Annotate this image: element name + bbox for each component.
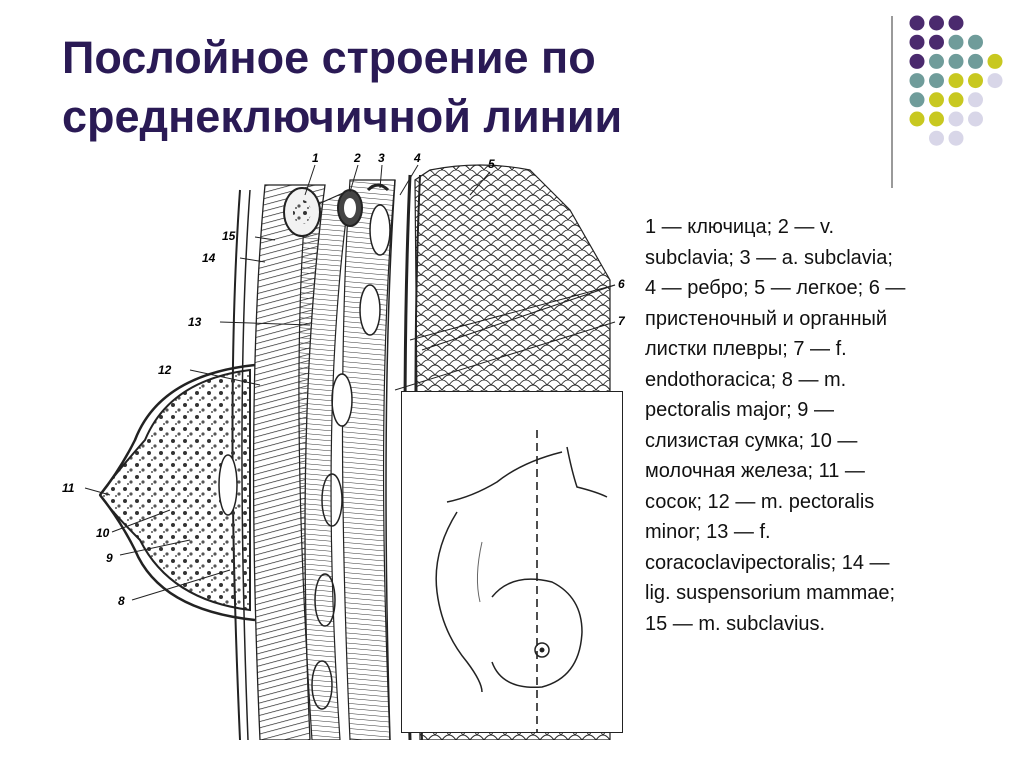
callout-10: 10 (96, 526, 110, 540)
legend-line: pectoralis major; 9 — (645, 399, 834, 421)
legend-line: пристеночный и органный (645, 307, 888, 330)
decor-divider-line (891, 16, 893, 188)
decor-dot (948, 34, 964, 50)
callout-1: 1 (312, 151, 319, 165)
legend-line: 4 — ребро; 5 — легкое; 6 — (645, 277, 906, 299)
decor-dot (948, 111, 964, 127)
decor-dot (929, 73, 944, 89)
callout-4: 4 (413, 151, 421, 165)
callout-2: 2 (353, 151, 361, 165)
decor-dot (948, 73, 964, 89)
callout-7: 7 (618, 314, 626, 328)
decor-dot (929, 92, 944, 108)
decor-dot (929, 15, 944, 31)
decor-dot (948, 15, 964, 31)
decor-dot (909, 111, 925, 127)
decor-dot (948, 53, 964, 69)
decor-dot (909, 34, 925, 50)
callout-6: 6 (618, 277, 625, 291)
legend-line: minor; 13 — f. (645, 521, 771, 543)
decor-dot (968, 73, 983, 89)
decor-dot (968, 34, 983, 50)
decor-dot-grid (909, 15, 1003, 146)
decor-dot (929, 111, 944, 127)
title-line-2: среднеключичной линии (62, 91, 623, 142)
decor-dot (948, 92, 964, 108)
callout-12: 12 (158, 363, 172, 377)
decor-dot (968, 92, 983, 108)
decor-dot (987, 73, 1003, 89)
decor-dot (909, 92, 925, 108)
decor-dot (929, 34, 944, 50)
torso-outline-figure (435, 430, 608, 732)
legend-line: сосок; 12 — m. pectoralis (645, 490, 875, 513)
callout-14: 14 (202, 251, 216, 265)
decor-dot (968, 53, 983, 69)
legend-line: lig. suspensorium mammae; (645, 582, 896, 604)
decor-dot (948, 130, 964, 146)
inset-torso-diagram (401, 391, 623, 733)
figure-legend: 1 — ключица; 2 — v. subclavia; 3 — a. sub… (645, 212, 1005, 639)
callout-15: 15 (222, 229, 236, 243)
slide-title: Послойное строение по среднеключичной ли… (62, 28, 852, 143)
callout-13: 13 (188, 315, 202, 329)
legend-line: молочная железа; 11 — (645, 460, 865, 482)
callout-3: 3 (378, 151, 385, 165)
decor-dot (968, 111, 983, 127)
decor-dot (987, 53, 1003, 69)
callout-9: 9 (106, 551, 113, 565)
title-clip: Послойное строение по среднеключичной ли… (0, 0, 1024, 143)
decor-dot (909, 15, 925, 31)
decor-dot (929, 130, 944, 146)
legend-line: листки плевры; 7 — f. (645, 338, 847, 360)
legend-line: 15 — m. subclavius. (645, 612, 826, 635)
callout-8: 8 (118, 594, 125, 608)
legend-line: 1 — ключица; 2 — v. (645, 216, 835, 238)
legend-line: endothoracica; 8 — m. (645, 368, 847, 391)
callout-5: 5 (488, 157, 495, 171)
legend-line: subclavia; 3 — a. subclavia; (645, 246, 893, 269)
title-line-1: Послойное строение по (62, 32, 596, 83)
legend-line: слизистая сумка; 10 — (645, 429, 858, 452)
decor-dot (929, 53, 944, 69)
decor-dot (909, 73, 925, 89)
callout-11: 11 (62, 481, 75, 495)
decor-dot (909, 53, 925, 69)
legend-line: coracoclavipectoralis; 14 — (645, 551, 890, 574)
